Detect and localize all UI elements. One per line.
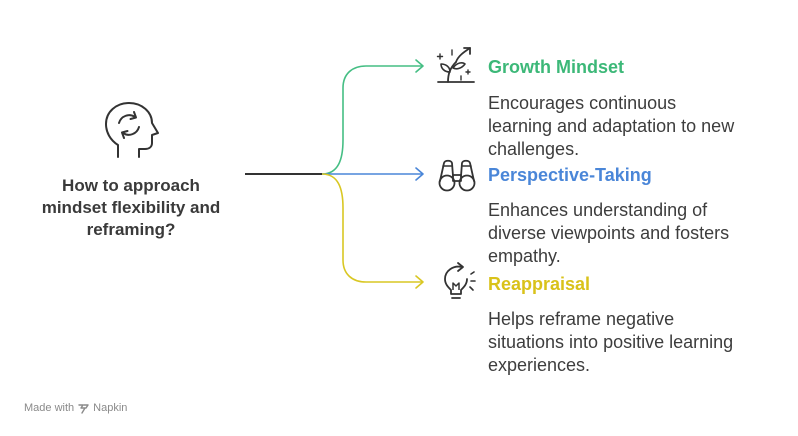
arrowhead-reappraisal (415, 275, 424, 289)
central-question-line-1: How to approach (62, 176, 200, 195)
footer-attribution: Made with Napkin (24, 402, 127, 414)
binoculars-icon (438, 159, 476, 192)
reappraisal-desc-line-1: Helps reframe negative (488, 309, 675, 329)
perspective-desc-line-2: diverse viewpoints and fosters (488, 223, 730, 243)
reappraisal-desc-line-2: situations into positive learning (488, 332, 734, 352)
lightbulb-icon (444, 262, 476, 299)
napkin-logo-icon (78, 403, 89, 414)
perspective-desc-line-1: Enhances understanding of (488, 200, 708, 220)
footer-made-with: Made with (24, 402, 75, 414)
branch-connector-reappraisal (321, 173, 422, 283)
perspective-desc-line-3: empathy. (488, 246, 561, 266)
branch-title-growth-mindset: Growth Mindset (488, 57, 624, 77)
branch-description-growth-mindset: Encourages continuous learning and adapt… (488, 92, 788, 161)
growth-desc-line-1: Encourages continuous (488, 93, 677, 113)
head-rotating-arrows-icon (105, 102, 159, 158)
reappraisal-desc-line-3: experiences. (488, 355, 591, 375)
branch-title-perspective-taking: Perspective-Taking (488, 165, 652, 185)
branch-description-perspective-taking: Enhances understanding of diverse viewpo… (488, 199, 788, 268)
branch-connector-growth (321, 65, 422, 175)
growth-desc-line-3: challenges. (488, 139, 580, 159)
growth-desc-line-2: learning and adaptation to new (488, 116, 735, 136)
footer-brand: Napkin (93, 402, 128, 414)
central-question-line-3: reframing? (86, 220, 176, 239)
arrowhead-perspective (415, 167, 424, 181)
growing-plant-icon (436, 47, 475, 83)
central-question: How to approach mindset flexibility and … (20, 175, 242, 241)
central-question-line-2: mindset flexibility and (41, 198, 221, 217)
branch-description-reappraisal: Helps reframe negative situations into p… (488, 308, 788, 377)
arrowhead-growth (415, 59, 424, 73)
branch-title-reappraisal: Reappraisal (488, 274, 591, 294)
